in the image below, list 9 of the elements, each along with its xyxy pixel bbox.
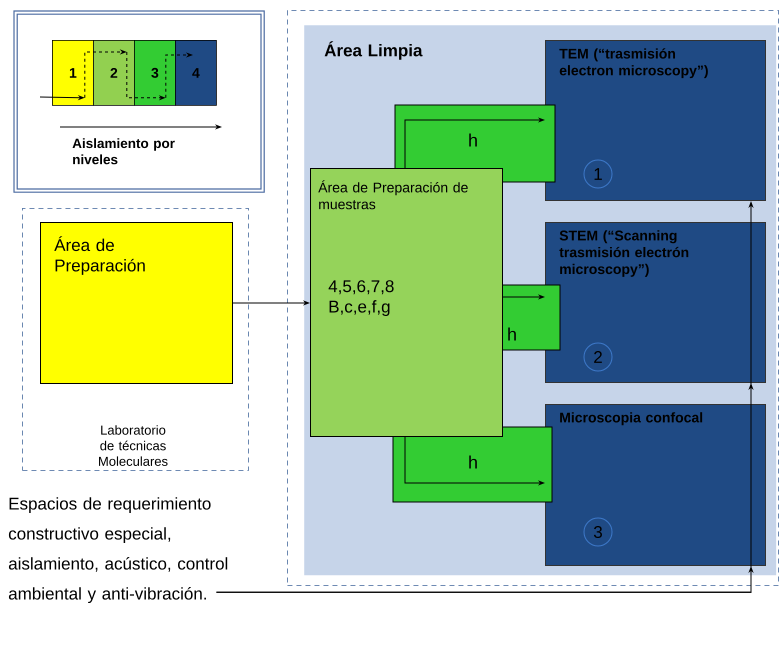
level-box: 1: [52, 40, 94, 106]
level-box: 4: [175, 40, 217, 106]
note-text: Espacios de requerimiento constructivo especial, aislamiento, acústico, control ambiental y anti-vibración.: [8, 497, 228, 604]
level-box: 2: [93, 40, 135, 106]
area-box: Área de Preparación: [40, 222, 233, 384]
preparation-box: Área de Preparación de muestras 4,5,6,7,8 B,c,e,f,g: [310, 168, 503, 437]
level-box: 3: [134, 40, 176, 106]
edge-label: h: [467, 454, 479, 470]
edge-label: h: [467, 132, 479, 148]
